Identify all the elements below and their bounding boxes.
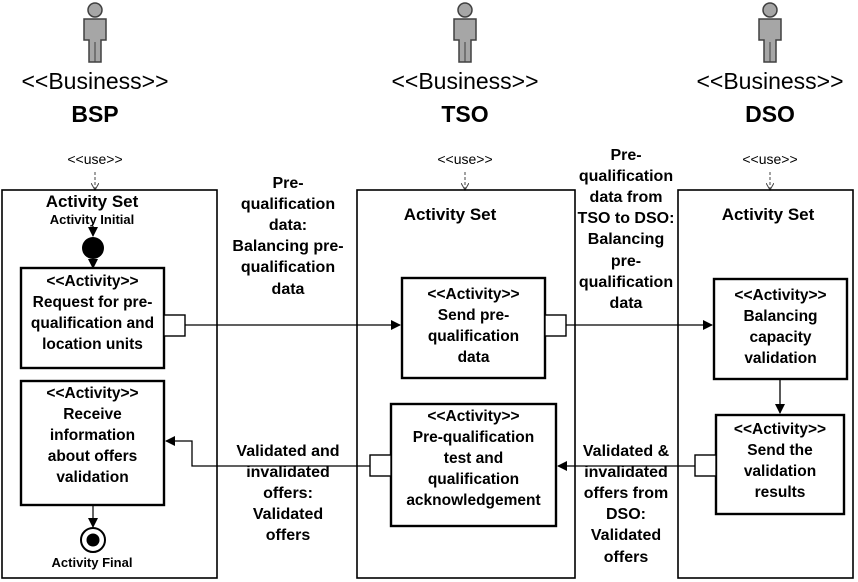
actor-tso-icon bbox=[453, 2, 477, 63]
activity-request-text: <<Activity>> Request for pre- qualificat… bbox=[30, 273, 155, 353]
set-tso-title: Activity Set bbox=[403, 205, 497, 224]
pin-send-pq-out bbox=[544, 314, 567, 337]
activity-initial-label: Activity Initial bbox=[49, 212, 135, 227]
actor-bsp-name: BSP bbox=[71, 101, 119, 127]
activity-balancing-text: <<Activity>> Balancing capacity validati… bbox=[734, 287, 827, 367]
activity-set-bsp bbox=[1, 189, 218, 579]
activity-set-tso bbox=[356, 189, 576, 579]
activity-receive-text: <<Activity>> Receive information about o… bbox=[46, 385, 139, 486]
actor-tso-name: TSO bbox=[441, 101, 489, 127]
flow-tso-to-bsp bbox=[165, 436, 370, 467]
actor-tso-stereotype: <<Business>> bbox=[391, 68, 539, 94]
pin-send-results-out bbox=[694, 454, 717, 477]
activity-pq-test-text: <<Activity>> Pre-qualification test and … bbox=[406, 408, 541, 509]
set-dso-title: Activity Set bbox=[721, 205, 815, 224]
pin-request-out bbox=[163, 314, 186, 337]
actor-bsp-icon bbox=[83, 2, 107, 63]
flow-tso-to-bsp-label: Validated and invalidated offers: Valida… bbox=[236, 443, 340, 545]
flow-bsp-to-tso-label: Pre- qualification data: Balancing pre- … bbox=[232, 175, 344, 298]
final-node bbox=[80, 527, 106, 553]
activity-receive-box bbox=[19, 379, 166, 507]
actor-dso-stereotype: <<Business>> bbox=[696, 68, 844, 94]
activity-send-results-text: <<Activity>> Send the validation results bbox=[733, 421, 827, 501]
actor-dso-use-label: <<use>> bbox=[742, 151, 798, 167]
set-bsp-title: Activity Set bbox=[45, 192, 139, 211]
actor-bsp-use-label: <<use>> bbox=[67, 151, 123, 167]
actor-dso-icon bbox=[758, 2, 782, 63]
initial-node bbox=[82, 237, 104, 259]
activity-final-label: Activity Final bbox=[51, 555, 133, 570]
activity-send-pq-text: <<Activity>> Send pre- qualification dat… bbox=[427, 286, 520, 366]
flow-tso-to-dso-label: Pre- qualification data from TSO to DSO:… bbox=[577, 147, 675, 312]
activity-balancing-box bbox=[712, 277, 849, 381]
actor-bsp-stereotype: <<Business>> bbox=[21, 68, 169, 94]
activity-pq-test-box bbox=[389, 402, 558, 528]
flow-dso-to-tso-label: Validated & invalidated offers from DSO:… bbox=[582, 443, 670, 566]
actor-dso-name: DSO bbox=[745, 101, 795, 127]
activity-set-dso bbox=[677, 189, 854, 579]
actor-tso-use-label: <<use>> bbox=[437, 151, 493, 167]
pin-pq-test-out bbox=[369, 454, 392, 477]
